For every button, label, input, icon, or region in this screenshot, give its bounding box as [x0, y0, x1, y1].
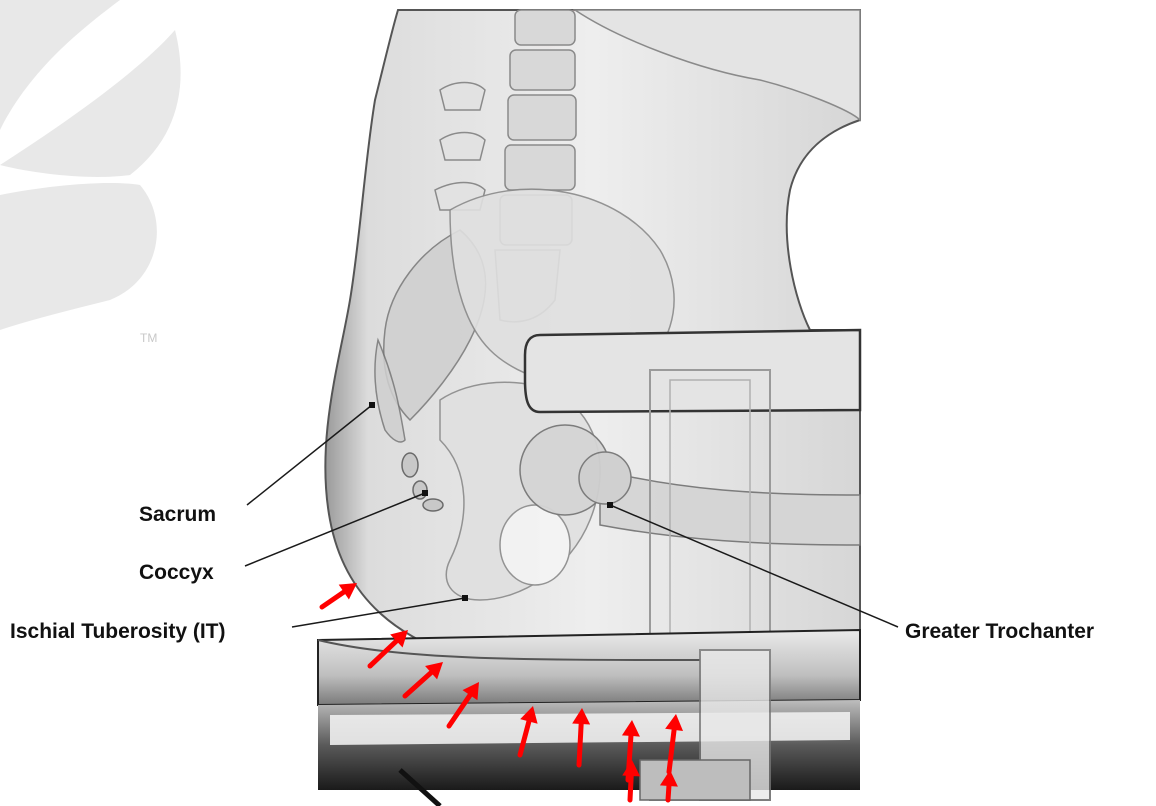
pressure-arrow-shaft	[630, 776, 631, 800]
ischial-point	[462, 595, 468, 601]
label-greater-trochanter: Greater Trochanter	[905, 621, 1094, 642]
pressure-arrow-shaft	[668, 786, 669, 800]
pressure-arrow-shaft	[322, 592, 344, 607]
label-sacrum: Sacrum	[139, 504, 216, 525]
pressure-arrow	[322, 583, 357, 607]
coccyx-point	[422, 490, 428, 496]
trochanter-point	[607, 502, 613, 508]
pressure-arrow-shaft	[579, 724, 581, 765]
sacrum-point	[369, 402, 375, 408]
logo-mark	[0, 0, 181, 330]
label-coccyx: Coccyx	[139, 562, 214, 583]
trademark-mark: TM	[140, 332, 157, 344]
label-ischial-tuberosity: Ischial Tuberosity (IT)	[10, 621, 225, 642]
